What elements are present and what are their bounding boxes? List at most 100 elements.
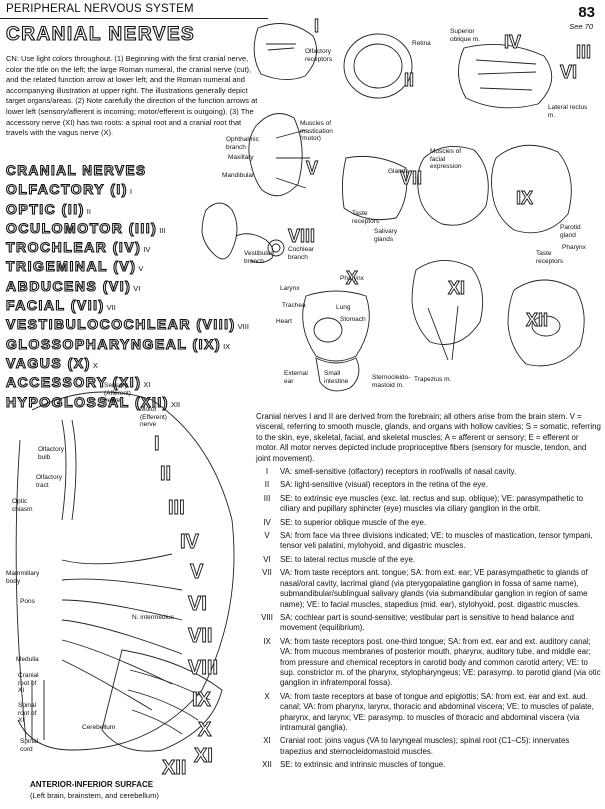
brain-numeral-VII: VII [188,625,212,647]
description-text: SA: cochlear part is sound-sensitive; ve… [280,613,601,634]
target-organ-illustrations: I II III IV V VI VII VIII IX X XI XII [196,8,596,400]
label-taste-ix: Taste receptors [536,250,566,265]
nerve-name: TROCHLEAR (IV) [6,239,141,255]
brain-numeral-VI: VI [188,593,207,615]
trigeminal-face-drawing [249,114,302,196]
description-text: SE: to extrinsic and intrinsic muscles o… [280,760,601,770]
nerve-name: FACIAL (VII) [6,297,105,313]
description-text: SE: to extrinsic eye muscles (exc. lat. … [280,494,601,515]
brain-numeral-IV: IV [180,531,200,553]
nerve-subscript: VI [133,284,140,293]
label-lung: Lung [336,304,350,312]
brain-numeral-XII: XII [162,757,186,779]
description-text: Cranial root: joins vagus (VA to larynge… [280,736,601,757]
vagus-organs-drawing [303,291,370,361]
description-numeral: IV [256,518,278,531]
label-mastication: Muscles of mastication (motor) [300,120,354,143]
description-numeral: XI [256,736,278,760]
description-numeral: I [256,467,278,480]
label-retina: Retina [412,40,431,48]
nerve-subscript: I [130,187,132,196]
nerve-subscript: II [87,207,91,216]
label-medulla: Medulla [16,656,39,664]
description-numeral: III [256,494,278,518]
nerve-name: OPTIC (II) [6,201,85,217]
label-larynx: Larynx [280,285,300,293]
label-cochlear: Cochlear branch [288,246,324,261]
brain-numeral-I: I [154,433,160,455]
illus-numeral-XI: XI [448,278,465,298]
description-panel: Cranial nerves I and II are derived from… [256,412,601,774]
label-pons: Pons [20,598,35,606]
brain-numeral-V: V [190,561,204,583]
brain-numeral-VIII: VIII [188,657,218,679]
nerve-name: ABDUCENS (VI) [6,278,131,294]
label-olfactory-bulb: Olfactory bulb [38,446,72,461]
brain-numeral-IX: IX [192,689,212,711]
description-numeral: XII [256,760,278,773]
illus-numeral-VIII: VIII [288,226,315,246]
label-facial-expression: Muscles of facial expression [430,148,476,171]
illus-numeral-II: II [404,70,414,90]
label-vestibular: Vestibular branch [244,250,280,265]
label-lateral-rectus: Lateral rectus m. [548,104,592,119]
description-numeral: X [256,692,278,737]
description-numeral: VI [256,555,278,568]
nerve-name: OLFACTORY (I) [6,181,128,197]
nerve-subscript: VII [107,303,116,312]
nerve-subscript: V [138,264,143,273]
label-mammillary: Mammillary body [6,570,42,585]
nerve-name: GLOSSOPHARYNGEAL (IX) [6,336,221,352]
description-numeral: IX [256,637,278,692]
label-optic-chiasm: Optic chiasm [12,498,42,513]
brain-numeral-III: III [168,497,185,519]
brain-numeral-X: X [198,719,212,741]
label-trachea: Trachea [282,302,306,310]
label-external-ear: External ear [284,370,314,385]
accessory-head-drawing [412,260,483,344]
nerve-subscript: III [159,226,165,235]
label-glands: Glands [388,168,409,176]
label-olfactory-receptors: Olfactory receptors [305,48,355,63]
illus-numeral-XII: XII [526,310,548,330]
nerve-name: VAGUS (X) [6,355,91,371]
illus-numeral-III: III [576,42,591,62]
description-text: SE: to lateral rectus muscle of the eye. [280,555,601,565]
brain-numeral-II: II [160,463,171,485]
page-title: CRANIAL NERVES [6,24,195,46]
label-maxillary: Maxillary [228,154,254,162]
label-salivary-glands: Salivary glands [374,228,408,243]
label-spinal-cord: Spinal cord [20,738,44,753]
surface-subtitle: (Left brain, brainstem, and cerebellum) [30,791,159,800]
description-text: SA: light-sensitive (visual) receptors i… [280,480,601,490]
label-n-intermedius: N. intermedius [132,614,174,622]
brain-numeral-XI: XI [194,745,213,767]
description-intro: Cranial nerves I and II are derived from… [256,412,601,464]
label-cranial-root: Cranial root of XI [18,672,44,695]
illus-numeral-IX: IX [516,188,533,208]
nerve-name: TRIGEMINAL (V) [6,258,136,274]
label-motor-nerve: Motor (Efferent) nerve [140,406,176,429]
description-text: VA: from taste receptors ant. tongue; SA… [280,568,601,610]
ear-drawing [202,203,237,259]
surface-title: ANTERIOR-INFERIOR SURFACE [30,780,153,789]
description-numeral: II [256,480,278,493]
label-pharynx-x: Pharynx [340,275,364,283]
illus-numeral-I: I [314,16,319,36]
label-taste-receptors: Taste receptors [352,210,388,225]
label-sensory-nerve: Sensory (Afferent) nerve [104,382,144,405]
label-scm: Sternocleido-mastoid m. [372,374,416,389]
description-numeral: V [256,531,278,555]
description-numeral: VIII [256,613,278,637]
description-text: SA: from face via three divisions indica… [280,531,601,552]
section-header: PERIPHERAL NERVOUS SYSTEM [6,3,194,15]
illus-numeral-IV: IV [504,32,521,52]
label-cerebellum: Cerebellum [82,724,115,732]
label-trapezius: Trapezius m. [414,376,451,384]
label-mandibular: Mandibular [222,172,254,180]
description-text: VA: smell-sensitive (olfactory) receptor… [280,467,601,477]
label-stomach: Stomach [340,316,366,324]
illus-numeral-V: V [306,158,318,178]
description-numeral: VII [256,568,278,613]
